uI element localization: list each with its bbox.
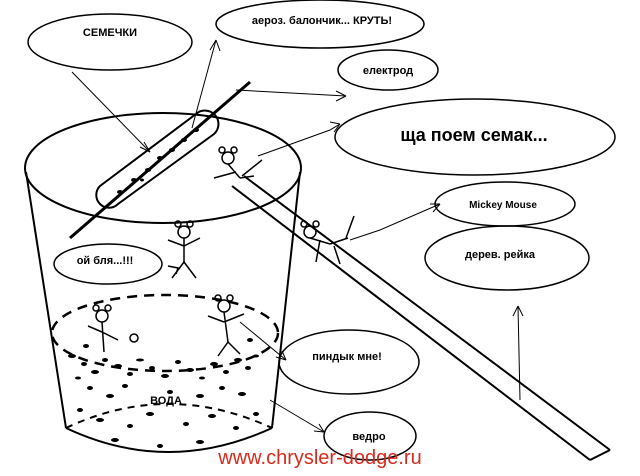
- callout-electrode: [337, 49, 439, 91]
- arrow-wood-rail: [517, 305, 521, 401]
- arrow-bucket: [269, 399, 325, 433]
- callout-eat-seeds: [334, 98, 616, 176]
- bucket-right-wall: [271, 171, 301, 429]
- floating-seeds: [68, 338, 259, 448]
- electrode-rod: [69, 80, 251, 240]
- label-oh-no: ой бля...!!!: [77, 255, 134, 267]
- label-aerosol: аероз. балончик... КРУТЬ!: [252, 15, 392, 27]
- callout-oh-no: [53, 243, 163, 285]
- arrow-electrode: [235, 89, 347, 97]
- label-electrode: електрод: [363, 65, 413, 77]
- arrow-seeds: [71, 71, 151, 153]
- mouse-drowning-left: [87, 304, 139, 353]
- label-eat-seeds: ща поем семак...: [400, 125, 547, 145]
- arrow-eat-seeds: [257, 123, 341, 157]
- mouse-on-can: [213, 146, 263, 179]
- callout-doomed: [278, 329, 420, 395]
- mouse-drowning-right: [207, 294, 245, 357]
- bucket-bottom: [65, 427, 273, 453]
- callout-wood-rail: [424, 225, 590, 291]
- label-doomed: пиндык мне!: [312, 351, 382, 363]
- watermark-url: www.chrysler-dodge.ru: [217, 447, 421, 469]
- label-wood-rail: дерев. рейка: [465, 249, 536, 261]
- callout-aerosol: [215, 0, 425, 49]
- mouse-falling: [167, 220, 201, 279]
- bucket-bottom-back: [65, 403, 273, 429]
- callout-seeds: [27, 13, 193, 71]
- arrow-mickey: [349, 203, 441, 241]
- label-water: ВОДА: [150, 395, 182, 407]
- wooden-rail: [231, 175, 611, 461]
- callouts: [27, 0, 616, 461]
- label-mickey: Mickey Mouse: [469, 200, 537, 211]
- callout-bucket: [323, 411, 417, 461]
- label-bucket: ведро: [352, 431, 385, 443]
- bucket-rim: [24, 112, 302, 224]
- arrow-doomed: [239, 321, 287, 361]
- pointer-arrows: [71, 39, 524, 433]
- mouse-on-rail: [300, 215, 355, 265]
- label-seeds: СЕМЕЧКИ: [83, 27, 137, 39]
- bucket-left-wall: [25, 171, 67, 429]
- arrow-aerosol: [191, 39, 217, 129]
- water-surface: [50, 293, 280, 373]
